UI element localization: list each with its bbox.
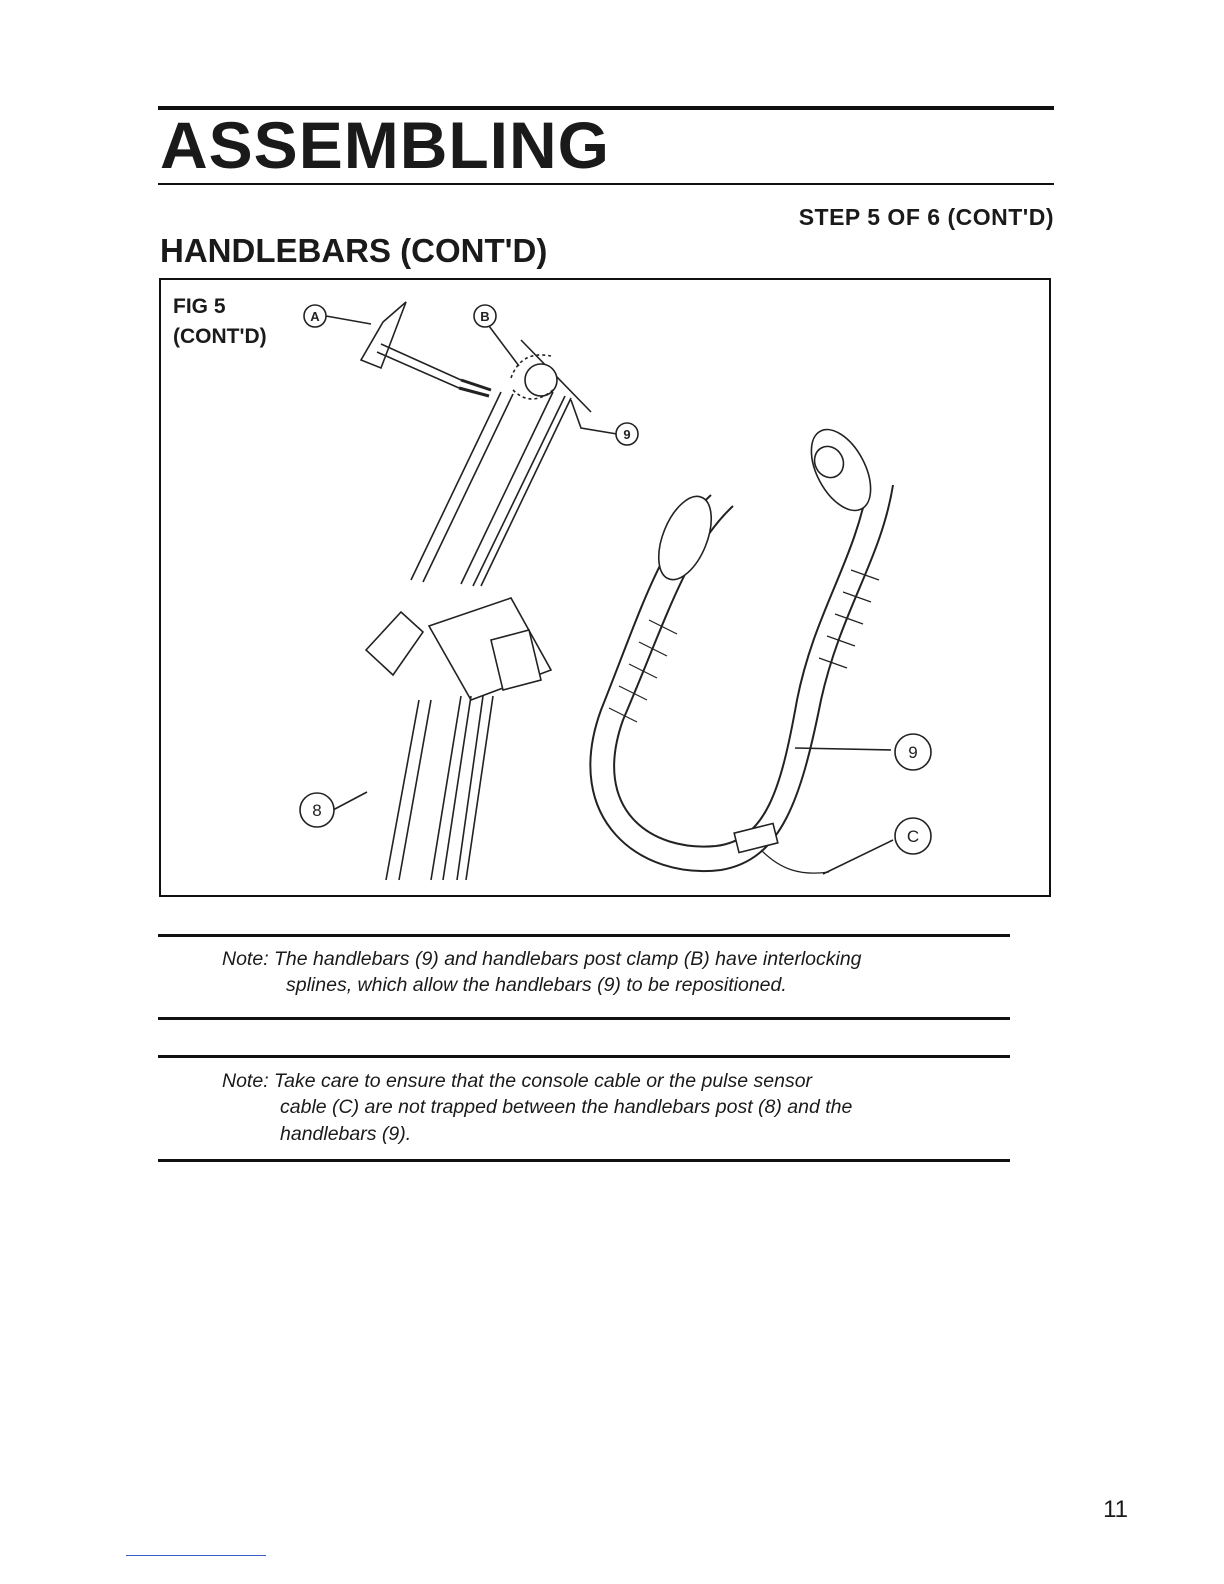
note1-bottom-rule <box>158 1017 1010 1020</box>
note2-line1: Note: Take care to ensure that the conso… <box>222 1070 813 1092</box>
figure-label-contd: (CONT'D) <box>173 325 267 349</box>
callout-9-top: 9 <box>623 427 630 442</box>
note2-top-rule <box>158 1055 1010 1058</box>
title-underline <box>158 183 1054 185</box>
lower-post-illustration <box>364 597 553 881</box>
page-number: 11 <box>1103 1496 1128 1523</box>
handlebars-illustration <box>589 428 894 873</box>
callout-8: 8 <box>312 801 321 820</box>
callout-a: A <box>310 309 320 324</box>
upper-post-illustration <box>410 391 572 587</box>
note2-line2: cable (C) are not trapped between the ha… <box>280 1096 853 1119</box>
note1-top-rule <box>158 934 1010 937</box>
note1-line2: splines, which allow the handlebars (9) … <box>286 974 787 997</box>
post-clamp-illustration <box>510 339 592 413</box>
step-indicator: STEP 5 OF 6 (CONT'D) <box>798 204 1054 230</box>
footer-link-line <box>126 1555 266 1556</box>
sensor-cable-illustration <box>760 849 830 874</box>
callout-b: B <box>480 309 489 324</box>
figure-panel: FIG 5 (CONT'D) <box>159 278 1051 897</box>
figure-label: FIG 5 (CONT'D) <box>173 292 267 353</box>
knob-bolt-illustration <box>359 301 492 398</box>
page-title: ASSEMBLING <box>160 108 611 182</box>
note-interlocking-splines: Note: The handlebars (9) and handlebars … <box>222 946 982 999</box>
note2-bottom-rule <box>158 1159 1010 1162</box>
handlebar-assembly-illustration: A B 9 9 C 8 <box>299 301 932 881</box>
top-rule <box>158 106 1054 110</box>
figure-label-number: FIG 5 <box>173 295 226 318</box>
note1-line1: Note: The handlebars (9) and handlebars … <box>222 948 862 970</box>
note2-line3: handlebars (9). <box>280 1122 412 1145</box>
callout-9-handlebar: 9 <box>908 743 917 762</box>
callout-c: C <box>907 827 919 846</box>
section-heading: HANDLEBARS (CONT'D) <box>160 232 548 269</box>
note-cable-caution: Note: Take care to ensure that the conso… <box>222 1068 982 1147</box>
